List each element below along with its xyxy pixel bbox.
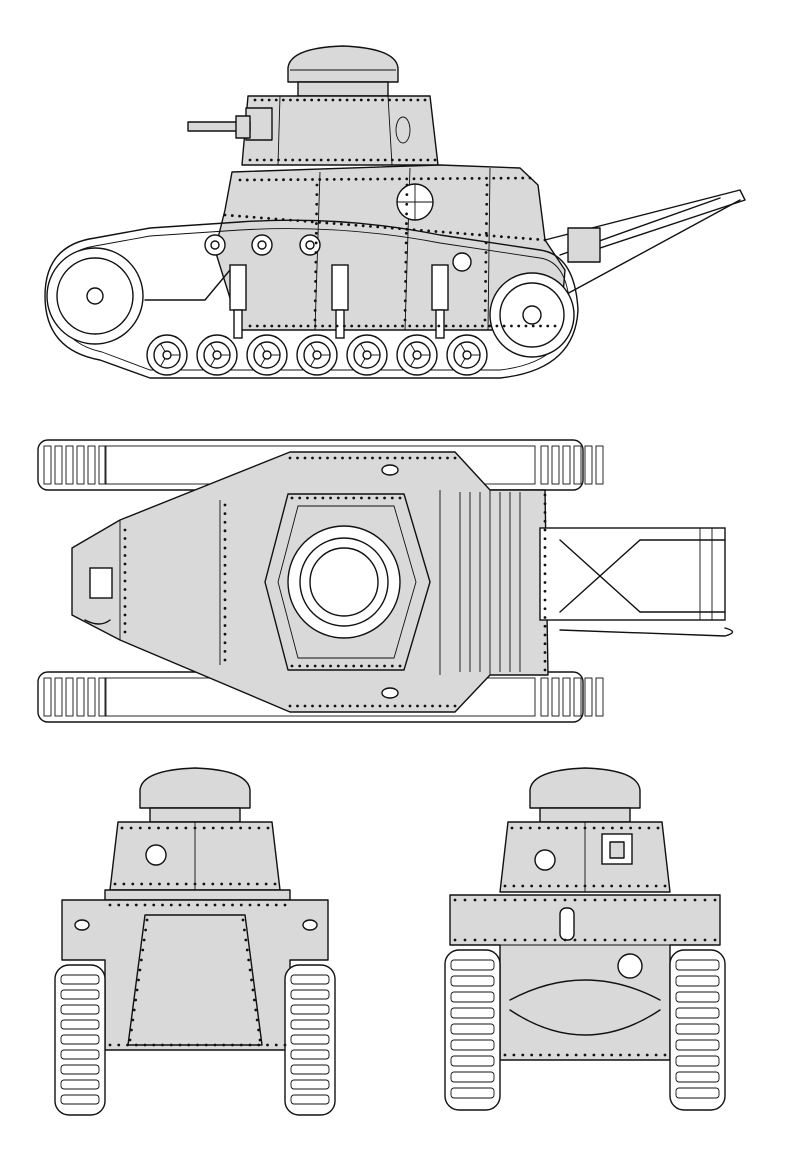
rear-rivets: [453, 826, 717, 1057]
front-deck: [84, 567, 113, 625]
tail-skid-top: [539, 527, 734, 637]
front-track-left: [54, 964, 106, 1116]
track-links: [43, 445, 604, 717]
main-gun: [187, 115, 251, 139]
return-rollers: [204, 234, 472, 272]
hull: [214, 164, 566, 331]
drive-sprocket: [489, 272, 575, 358]
side-view: [44, 45, 746, 379]
tail-skid: [544, 189, 746, 296]
front-track-links: [60, 974, 330, 1105]
top-view: [37, 439, 734, 723]
turret-top: [264, 493, 431, 671]
rear-track-right: [669, 949, 726, 1111]
turret-dome: [287, 45, 399, 97]
suspension-springs: [144, 264, 449, 339]
rear-turret-dome: [529, 767, 641, 823]
top-rivets: [123, 456, 547, 708]
front-turret: [109, 821, 281, 891]
front-track-right: [284, 964, 336, 1116]
road-wheels: [146, 334, 488, 376]
idler-wheel: [46, 247, 144, 345]
side-rivets: [223, 98, 557, 328]
rear-turret: [499, 821, 671, 893]
rear-track-left: [444, 949, 501, 1111]
rear-track-links: [450, 959, 720, 1099]
turret: [241, 95, 439, 166]
front-hull: [61, 889, 329, 1051]
front-turret-dome: [139, 767, 251, 823]
front-rivets: [108, 826, 287, 1047]
front-view: [54, 767, 336, 1116]
rear-view: [444, 767, 726, 1111]
